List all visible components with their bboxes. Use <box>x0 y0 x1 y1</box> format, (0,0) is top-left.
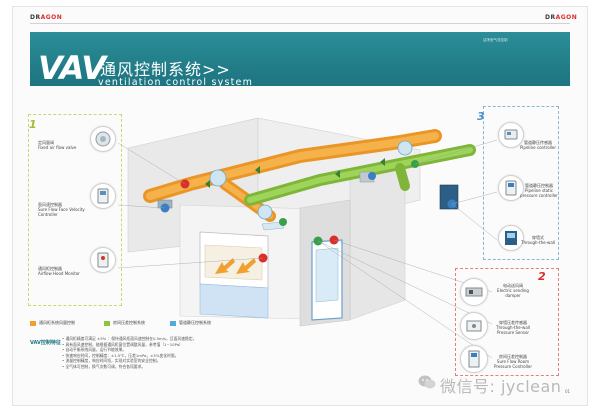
note-line: • 自动平衡系统风量，运行节能效果。 <box>62 347 127 353</box>
airflow-hood-monitor-image <box>90 247 116 273</box>
legend-swatch-hood <box>30 321 36 326</box>
title-banner <box>30 32 570 86</box>
legend-swatch-duct <box>170 321 176 326</box>
header-divider <box>30 23 570 24</box>
legend-label-duct: 管道静压控制系统 <box>179 320 211 325</box>
title-vav: VAV <box>38 49 106 87</box>
legend: 通风柜系统风量控制 房间压差控制系统 管道静压控制系统 <box>30 319 270 329</box>
group-3-frame <box>483 106 559 260</box>
wechat-icon <box>417 372 437 392</box>
note-line: • 流量控制精度，响应时间短，实现对实验室的安全控制。 <box>62 358 161 364</box>
notes-list: • 通风柜精度可满足 ±5% ：保持通风柜面风速控制在0.5m/s，且面风速稳定… <box>62 336 282 370</box>
legend-label-hood: 通风柜系统风量控制 <box>39 320 75 325</box>
title-chinese: 通风控制系统>> <box>100 60 231 79</box>
watermark: 微信号: jyclean <box>440 377 562 396</box>
group-3-number: 3 <box>477 110 485 123</box>
note-line: • 快速响应时间，控制精度：±1.5℃，压差1mPa，±5%变化时限。 <box>62 352 179 358</box>
electric-sending-damper-image <box>460 278 488 306</box>
fixed-air-flow-valve-image <box>90 126 116 152</box>
room-pressure-controller-image <box>460 345 488 373</box>
page-number: 01 <box>565 389 571 394</box>
group-1-number: 1 <box>29 118 37 131</box>
face-velocity-controller-image <box>90 183 116 209</box>
legend-swatch-room <box>104 321 110 326</box>
static-pressure-controller-image <box>498 175 524 201</box>
group-2-frame <box>455 268 559 376</box>
wall-pressure-sensor-image <box>460 312 488 340</box>
note-line: • 全气体可控制，换气次数可调，符合各项要求。 <box>62 363 146 369</box>
notes-heading: VAV控制特征 <box>30 340 61 346</box>
banner-subtitle: 洁净室气流控制 <box>483 38 508 42</box>
note-line: • 通风柜精度可满足 ±5% ：保持通风柜面风速控制在0.5m/s，且面风速稳定… <box>62 336 197 341</box>
group-1-frame <box>28 114 122 306</box>
legend-label-room: 房间压差控制系统 <box>113 320 145 325</box>
through-the-wall-image <box>498 225 524 251</box>
pipeline-controller-image <box>498 122 524 148</box>
brand-logo-right: DRAGON <box>545 14 578 21</box>
title-english: ventilation control system <box>98 77 254 88</box>
group-2-number: 2 <box>538 270 546 283</box>
note-line: • 具有面风速控制，能根据通风柜窗位置调整风量，参考值（1~10Pa） <box>62 341 183 347</box>
brand-logo-left: DRAGON <box>30 14 63 21</box>
